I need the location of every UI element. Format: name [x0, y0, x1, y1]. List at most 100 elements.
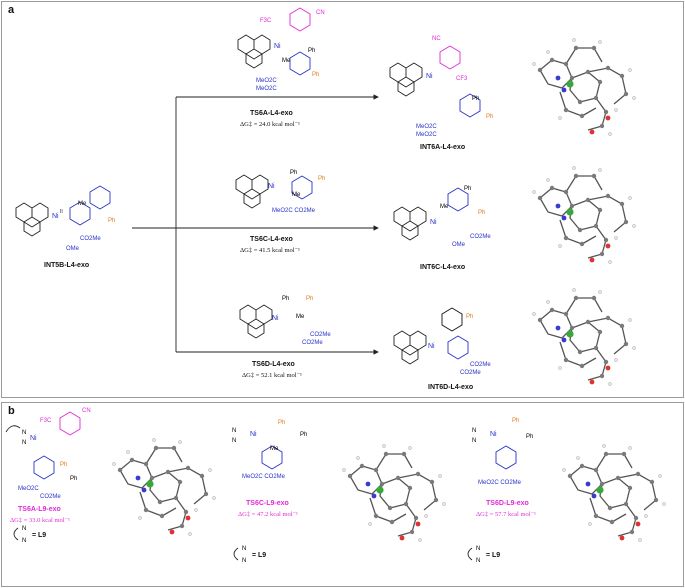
svg-text:CF3: CF3 — [456, 76, 468, 82]
svg-text:CN: CN — [82, 408, 91, 414]
ts6d-l9-structure: N N Ni Ph Ph MeO2C CO2Me — [472, 418, 533, 486]
svg-text:N: N — [476, 558, 480, 564]
svg-text:Ni: Ni — [250, 431, 257, 438]
svg-text:MeO2C CO2Me: MeO2C CO2Me — [478, 480, 522, 486]
svg-text:Ph: Ph — [478, 210, 485, 216]
svg-text:MeO2C CO2Me: MeO2C CO2Me — [272, 208, 316, 214]
ts6a-l9-structure: N N Ni F3C CN Ph Ph MeO2C CO2Me — [5, 408, 91, 500]
svg-text:MeO2C: MeO2C — [416, 124, 437, 130]
svg-text:F3C: F3C — [260, 18, 272, 24]
int6d-l4-structure: Ni Ph CO2Me CO2Me — [393, 307, 491, 376]
reaction-arrows — [132, 94, 379, 355]
svg-text:Ph: Ph — [318, 176, 325, 182]
int5b-structure: Ni II Me Ph CO2Me OMe — [15, 185, 115, 252]
svg-text:CO2Me: CO2Me — [460, 370, 481, 376]
svg-text:Ni: Ni — [428, 343, 435, 350]
svg-text:Ni: Ni — [52, 213, 59, 220]
ts6c-l4-label: TS6C-L4-exo — [250, 236, 293, 243]
svg-text:CO2Me: CO2Me — [80, 236, 101, 242]
svg-text:N: N — [22, 440, 26, 446]
int6c-l4-label: INT6C-L4-exo — [420, 264, 466, 271]
panel-a — [1, 1, 684, 398]
ts6a-l9-label: TS6A-L9-exo — [18, 506, 61, 513]
svg-text:MeO2C CO2Me: MeO2C CO2Me — [242, 474, 286, 480]
model-int6c-l4 — [531, 165, 637, 265]
int6d-l4-label: INT6D-L4-exo — [428, 384, 474, 391]
svg-text:MeO2C: MeO2C — [18, 486, 39, 492]
ts6c-l4-structure: Ni Ph Ph Me MeO2C CO2Me — [235, 170, 325, 214]
svg-text:Ni: Ni — [430, 219, 437, 226]
svg-text:N: N — [232, 438, 236, 444]
ts6c-l9-energy: ΔG‡ = 47.2 kcal mol⁻¹ — [238, 511, 298, 518]
svg-text:MeO2C: MeO2C — [416, 132, 437, 138]
int6a-l4-structure: Ni NC CF3 Ph Ph MeO2C MeO2C — [389, 36, 493, 138]
model-ts6a-l9 — [111, 437, 217, 537]
ts6d-l9-label: TS6D-L9-exo — [486, 500, 529, 507]
ts6c-l4-energy: ΔG‡ = 41.5 kcal mol⁻¹ — [240, 247, 300, 254]
ts6c-l9-label: TS6C-L9-exo — [246, 500, 289, 507]
panel-b-tag: b — [8, 405, 15, 417]
svg-text:N: N — [22, 526, 26, 532]
svg-text:Ph: Ph — [312, 72, 319, 78]
model-int6d-l4 — [531, 287, 637, 387]
svg-text:NC: NC — [432, 36, 441, 42]
model-ts6d-l9 — [561, 443, 667, 543]
ts6d-l4-label: TS6D-L4-exo — [252, 361, 295, 368]
ligand-key-glyphs — [13, 527, 473, 561]
svg-text:MeO2C: MeO2C — [256, 86, 277, 92]
svg-text:Ph: Ph — [464, 186, 471, 192]
svg-text:Ni: Ni — [426, 73, 433, 80]
svg-text:Ph: Ph — [70, 476, 77, 482]
model-ts6c-l9 — [341, 443, 447, 543]
ts6d-l4-energy: ΔG‡ = 52.1 kcal mol⁻¹ — [242, 372, 302, 379]
svg-text:Ph: Ph — [278, 420, 285, 426]
svg-text:N: N — [472, 428, 476, 434]
svg-text:Me: Me — [296, 314, 305, 320]
svg-text:CO2Me: CO2Me — [40, 494, 61, 500]
model-int6a-l4 — [531, 37, 637, 137]
ligand-key-2: = L9 — [252, 552, 267, 559]
svg-text:CO2Me: CO2Me — [470, 362, 491, 368]
svg-text:Ni: Ni — [268, 183, 275, 190]
svg-text:Ph: Ph — [290, 170, 297, 176]
svg-text:Ph: Ph — [60, 462, 67, 468]
svg-text:Ni: Ni — [490, 431, 497, 438]
ts6c-l9-structure: N N Ni Ph Ph Me MeO2C CO2Me — [232, 420, 307, 480]
svg-text:Ph: Ph — [512, 418, 519, 424]
svg-text:Ph: Ph — [466, 314, 473, 320]
ts6d-l9-energy: ΔG‡ = 57.7 kcal mol⁻¹ — [476, 511, 536, 518]
svg-text:II: II — [60, 209, 63, 215]
ts6a-l9-energy: ΔG‡ = 33.0 kcal mol⁻¹ — [10, 517, 70, 524]
svg-text:N: N — [242, 546, 246, 552]
svg-text:F3C: F3C — [40, 418, 52, 424]
svg-text:Me: Me — [282, 58, 291, 64]
svg-text:Ni: Ni — [274, 43, 281, 50]
ts6a-l4-energy: ΔG‡ = 24.0 kcal mol⁻¹ — [240, 121, 300, 128]
ts6d-l4-structure: Ni Ph Ph Me CO2Me CO2Me — [239, 296, 331, 346]
svg-text:N: N — [22, 430, 26, 436]
svg-text:Me: Me — [78, 201, 87, 207]
svg-text:OMe: OMe — [66, 246, 80, 252]
svg-text:Ph: Ph — [486, 114, 493, 120]
svg-text:Ph: Ph — [526, 434, 533, 440]
panel-b — [1, 402, 684, 587]
svg-text:N: N — [476, 546, 480, 552]
ts6a-l4-structure: Ni F3C CN Me Ph Ph MeO2C MeO2C — [237, 7, 325, 92]
svg-text:Ph: Ph — [308, 48, 315, 54]
svg-text:N: N — [242, 558, 246, 564]
svg-text:Ph: Ph — [472, 96, 479, 102]
svg-text:CO2Me: CO2Me — [470, 234, 491, 240]
ts6a-l4-label: TS6A-L4-exo — [250, 110, 293, 117]
svg-text:Ph: Ph — [108, 218, 115, 224]
ligand-key-1: = L9 — [32, 532, 47, 539]
svg-text:OMe: OMe — [452, 242, 466, 248]
ligand-key-3: = L9 — [486, 552, 501, 559]
int6a-l4-label: INT6A-L4-exo — [420, 144, 466, 151]
svg-text:Me: Me — [440, 204, 449, 210]
int6c-l4-structure: Ni Me Ph Ph CO2Me OMe — [393, 186, 491, 248]
svg-text:Ph: Ph — [306, 296, 313, 302]
svg-text:Me: Me — [270, 446, 279, 452]
svg-text:Ni: Ni — [272, 315, 279, 322]
panel-a-tag: a — [8, 4, 15, 16]
